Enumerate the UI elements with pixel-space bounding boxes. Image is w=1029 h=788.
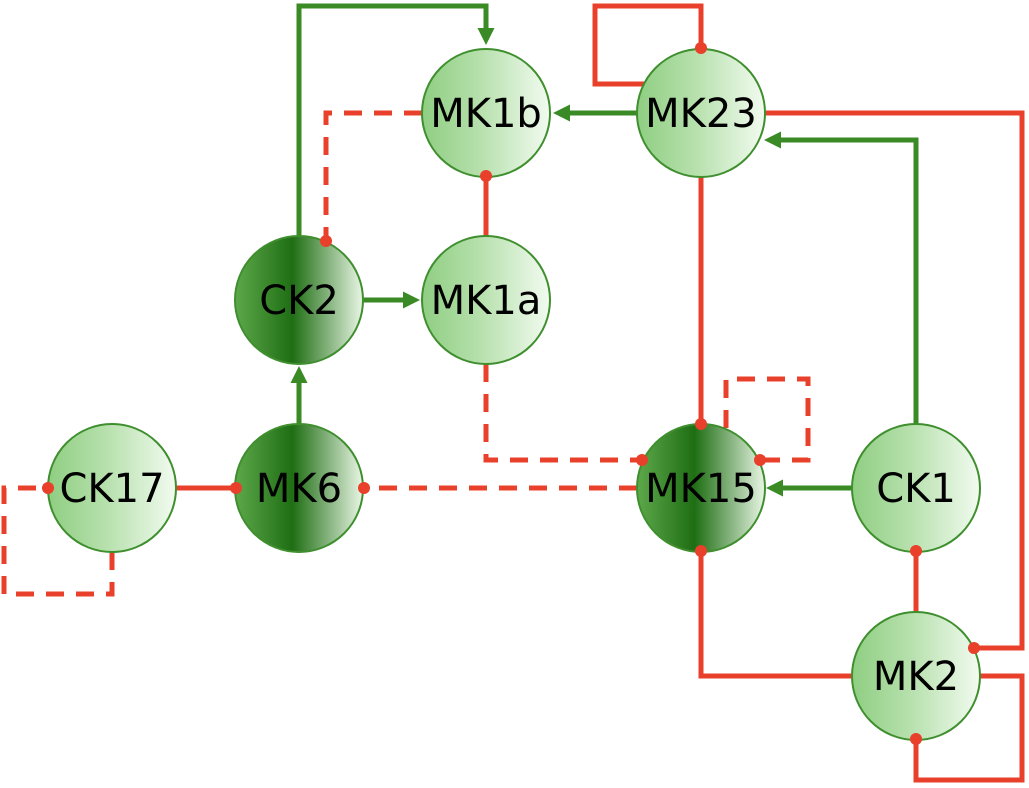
arrowhead-e7 <box>290 366 308 383</box>
node-circle <box>234 235 364 365</box>
edge-mk23-to-mk23 <box>592 3 704 87</box>
arrowhead-e6 <box>403 291 420 309</box>
inhibition-dot-e3 <box>320 235 332 247</box>
inhibition-dot-e13 <box>358 482 370 494</box>
edge-ck2-to-mk1b <box>296 3 489 236</box>
inhibition-dot-e12 <box>754 454 766 466</box>
inhibition-dot-e10 <box>695 418 707 430</box>
node-label: MK2 <box>873 654 959 700</box>
node-ck2[interactable]: CK2 <box>234 235 364 365</box>
arrowhead-e16 <box>766 479 783 497</box>
edge-mk2-to-mk15 <box>698 551 852 679</box>
node-circle <box>421 235 551 365</box>
node-mk15[interactable]: MK15 <box>636 423 766 553</box>
inhibition-dot-e14 <box>230 482 242 494</box>
node-ck1[interactable]: CK1 <box>851 423 981 553</box>
edge-mk23-to-mk2 <box>764 110 1025 651</box>
markers-layer <box>42 28 980 745</box>
node-label: MK23 <box>645 91 757 137</box>
node-label: MK1b <box>430 91 542 137</box>
arrowhead-e8 <box>764 131 781 149</box>
edges-layer <box>1 3 1025 783</box>
inhibition-dot-e18 <box>695 545 707 557</box>
node-label: CK1 <box>876 466 956 512</box>
node-mk1a[interactable]: MK1a <box>421 235 551 365</box>
edge-ck17-to-ck17 <box>1 485 115 597</box>
edge-ck1-to-mk23 <box>776 137 919 424</box>
node-mk6[interactable]: MK6 <box>234 423 364 553</box>
inhibition-dot-e15 <box>42 482 54 494</box>
inhibition-dot-e9 <box>968 642 980 654</box>
node-label: MK1a <box>431 278 542 324</box>
arrowhead-e2 <box>553 104 570 122</box>
node-mk2[interactable]: MK2 <box>851 611 981 741</box>
inhibition-dot-e17 <box>910 545 922 557</box>
node-mk23[interactable]: MK23 <box>636 48 766 178</box>
inhibition-dot-e11 <box>636 454 648 466</box>
node-label: CK2 <box>259 278 339 324</box>
edge-mk1b-to-ck2 <box>323 110 422 241</box>
inhibition-dot-e19 <box>910 733 922 745</box>
arrowhead-e1 <box>477 28 495 45</box>
edge-mk1a-to-mk15 <box>483 364 642 463</box>
edge-mk2-to-mk2 <box>913 673 1025 783</box>
node-label: CK17 <box>59 466 164 512</box>
node-label: MK6 <box>256 466 342 512</box>
node-ck17[interactable]: CK17 <box>47 423 177 553</box>
node-label: MK15 <box>645 466 757 512</box>
inhibition-dot-e4-start <box>695 42 707 54</box>
inhibition-dot-e5 <box>480 170 492 182</box>
node-mk1b[interactable]: MK1b <box>421 48 551 178</box>
edge-mk15-to-mk15 <box>723 376 811 463</box>
